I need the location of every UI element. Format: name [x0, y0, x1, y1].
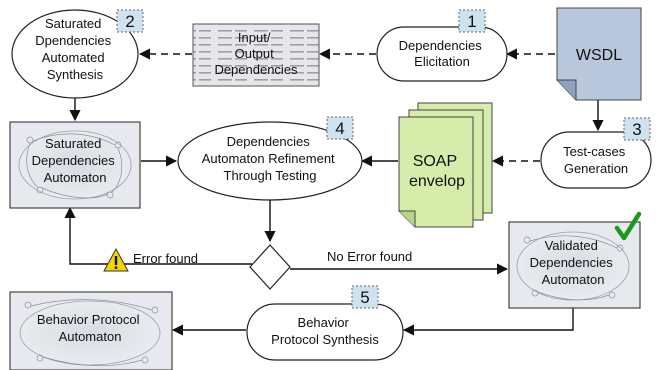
- node-dependencies-elicitation: Dependencies Elicitation: [376, 26, 508, 82]
- refinement-line-3: Through Testing: [224, 168, 317, 183]
- svg-text:Behavior Protocol Synthe: Behavior Protocol Synthesis: [271, 315, 379, 347]
- step-badge-4: 4: [326, 116, 354, 140]
- testcases-line-1: Test-cases: [563, 144, 626, 159]
- wsdl-document: WSDL: [556, 7, 642, 101]
- node-protocol-synthesis: Behavior Protocol Synthesis: [246, 303, 404, 361]
- behavior-automaton-line-1: Behavior Protocol: [37, 312, 140, 327]
- validated-line-2: Dependencies: [530, 255, 614, 270]
- no-error-found-label: No Error found: [327, 249, 412, 264]
- automaton-graph-sketch: [26, 133, 123, 199]
- io-line-1: Input/: [238, 30, 271, 45]
- node-testcases-generation: Test-cases Generation: [540, 131, 652, 189]
- behavior-graph-sketch: [24, 299, 159, 367]
- svg-text:Saturated Dpendencies: Saturated Dpendencies Automated Synthesi…: [35, 16, 115, 82]
- synthesis-line-4: Synthesis: [47, 67, 104, 82]
- step-badge-5: 5: [351, 285, 379, 309]
- io-line-3: Dependencies: [214, 62, 298, 77]
- node-saturated-automaton: Saturated Dependencies Automaton: [9, 121, 141, 209]
- validated-line-1: Validated: [545, 238, 598, 253]
- warning-icon: [103, 247, 129, 272]
- svg-text:Test-cases Generation: Test-cases Generation: [563, 144, 629, 176]
- validated-graph-sketch: [523, 235, 624, 301]
- behavior-automaton-line-2: Automaton: [59, 329, 122, 344]
- node-soap-envelop: SOAP envelop: [398, 102, 493, 228]
- step-badge-2: 2: [116, 9, 144, 33]
- svg-text:Behavior Protocol Automa: Behavior Protocol Automaton: [37, 312, 143, 344]
- saturated-automaton-line-3: Automaton: [44, 170, 107, 185]
- synthesis-line-1: Saturated: [45, 16, 101, 31]
- node-validated-automaton: Validated Dependencies Automaton: [508, 221, 641, 309]
- refinement-line-1: Dependencies: [227, 134, 311, 149]
- step-badge-3: 3: [623, 117, 651, 141]
- svg-text:Dependencies Elicitation: Dependencies Elicitation: [399, 38, 486, 69]
- check-icon: [614, 211, 642, 241]
- edges: [64, 48, 604, 336]
- svg-text:1: 1: [467, 12, 476, 31]
- saturated-automaton-line-2: Dependencies: [32, 153, 116, 168]
- step-badge-1: 1: [458, 9, 486, 33]
- soap-line-1: SOAP: [413, 153, 457, 170]
- protocol-synthesis-line-1: Behavior: [298, 315, 350, 330]
- validated-line-3: Automaton: [542, 272, 605, 287]
- svg-text:SOAP envelop: SOAP envelop: [409, 153, 465, 190]
- error-found-label: Error found: [133, 251, 198, 266]
- refinement-line-2: Automaton Refinement: [202, 151, 335, 166]
- synthesis-line-2: Dpendencies: [35, 33, 111, 48]
- svg-text:Saturated Dependencies: Saturated Dependencies Automaton: [32, 136, 119, 185]
- decision-diamond: [249, 244, 291, 290]
- node-refinement: Dependencies Automaton Refinement Throug…: [177, 121, 363, 201]
- svg-text:3: 3: [632, 120, 641, 139]
- node-behavior-automaton: Behavior Protocol Automaton: [9, 291, 173, 370]
- edge-error-loop: [64, 206, 252, 265]
- saturated-automaton-line-1: Saturated: [45, 136, 101, 151]
- soap-line-2: envelop: [409, 173, 465, 190]
- svg-text:Input/ Output Depe: Input/ Output Dependencies: [214, 30, 298, 77]
- svg-text:2: 2: [125, 12, 134, 31]
- svg-text:Validated Dependencies: Validated Dependencies Automaton: [530, 238, 617, 287]
- svg-text:4: 4: [335, 119, 344, 138]
- testcases-line-2: Generation: [564, 161, 628, 176]
- synthesis-line-3: Automated: [42, 50, 105, 65]
- protocol-synthesis-line-2: Protocol Synthesis: [271, 332, 379, 347]
- io-line-2: Output: [235, 46, 274, 61]
- elicitation-line-1: Dependencies: [399, 38, 483, 53]
- node-saturated-synthesis: Saturated Dpendencies Automated Synthesi…: [11, 9, 139, 99]
- wsdl-label: WSDL: [576, 47, 622, 64]
- edge-validated-to-protocol: [402, 308, 574, 336]
- elicitation-line-2: Elicitation: [414, 54, 470, 69]
- svg-text:5: 5: [360, 288, 369, 307]
- svg-text:Dependencies Automaton R: Dependencies Automaton Refinement Throug…: [202, 134, 339, 183]
- node-io-dependencies: Input/ Output Dependencies: [192, 23, 320, 87]
